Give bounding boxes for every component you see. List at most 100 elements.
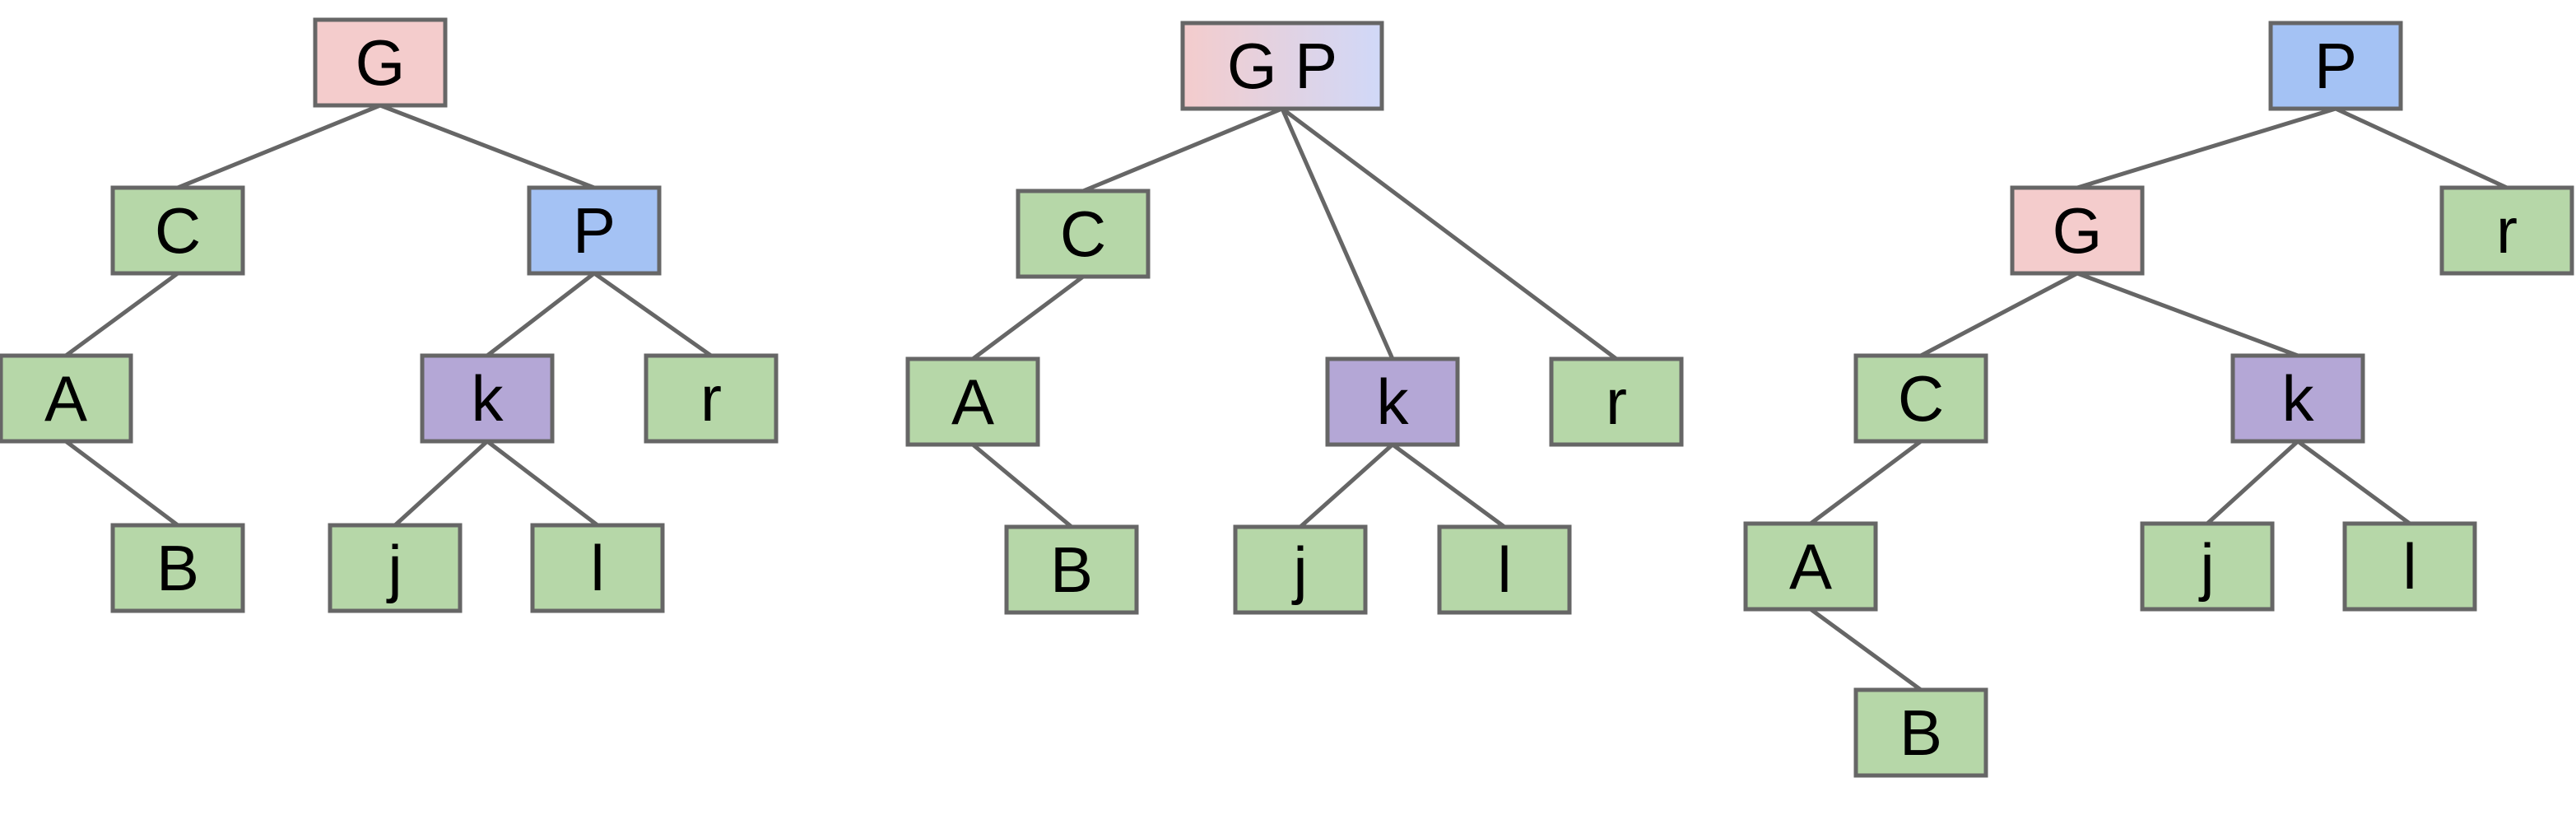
node-box — [530, 523, 665, 613]
edge-c-a — [1809, 439, 1923, 526]
node-box — [1743, 521, 1878, 612]
edge-k-l — [2296, 439, 2411, 526]
node-label: l — [2402, 530, 2416, 603]
node-b: B — [1004, 524, 1139, 615]
edge-g-c — [1919, 271, 2079, 358]
tree-during-rotation: G P C A Bk r j l — [905, 21, 1684, 615]
edge-c-a — [64, 271, 179, 358]
node-r: r — [644, 353, 779, 444]
node-j: j — [2140, 521, 2275, 612]
node-p: P — [2268, 21, 2403, 111]
edge-k-l — [1391, 442, 1506, 529]
node-c: C — [1016, 189, 1151, 279]
node-label: G — [356, 26, 406, 99]
node-box — [905, 356, 1040, 447]
node-box — [1853, 353, 1988, 444]
node-label: P — [573, 194, 616, 267]
edge-p-g — [2076, 106, 2337, 190]
node-k: k — [2230, 353, 2365, 444]
node-a: A — [905, 356, 1040, 447]
node-box — [1549, 356, 1684, 447]
node-box — [1325, 356, 1460, 447]
node-box — [110, 523, 245, 613]
node-l: l — [2342, 521, 2477, 612]
edge-a-b — [64, 440, 179, 527]
node-label: j — [2198, 530, 2214, 603]
edge-a-b — [1809, 607, 1923, 692]
edge-k-j — [2206, 440, 2299, 525]
node-label: k — [1377, 366, 1410, 438]
node-box — [313, 17, 448, 108]
node-box — [1004, 524, 1139, 615]
edge-g-p — [379, 103, 595, 190]
node-label: G — [2053, 194, 2103, 267]
edge-k-j — [1299, 443, 1394, 529]
node-label: B — [1899, 696, 1942, 769]
node-box — [1853, 687, 1988, 778]
node-b: B — [110, 523, 245, 613]
node-label: j — [386, 532, 402, 604]
node-label: P — [2314, 30, 2357, 102]
node-box — [2268, 21, 2403, 111]
node-label: k — [472, 362, 505, 435]
node-box — [644, 353, 779, 444]
node-label: k — [2282, 362, 2315, 435]
node-label: A — [951, 366, 994, 438]
node-box — [2230, 353, 2365, 444]
node-b: B — [1853, 687, 1988, 778]
edge-gp-k — [1280, 107, 1395, 361]
edge-p-r — [593, 271, 713, 358]
node-j: j — [328, 523, 463, 613]
node-box — [2342, 521, 2477, 612]
node-gp: G P — [1180, 21, 1384, 111]
node-label: l — [1497, 533, 1511, 606]
edge-k-l — [486, 440, 599, 527]
edge-g-c — [177, 103, 381, 190]
node-label: C — [1060, 198, 1106, 270]
edge-gp-r — [1281, 106, 1618, 361]
edge-k-j — [393, 440, 489, 527]
node-c: C — [110, 185, 245, 276]
node-r: r — [1549, 356, 1684, 447]
node-label: j — [1291, 533, 1307, 606]
edge-p-r — [2334, 106, 2509, 190]
edge-g-k — [2076, 271, 2299, 358]
node-g: G — [313, 17, 448, 108]
node-box — [110, 185, 245, 276]
node-box — [2010, 185, 2145, 276]
node-k: k — [1325, 356, 1460, 447]
node-label: B — [156, 532, 199, 604]
node-a: A — [0, 353, 133, 444]
node-label: A — [44, 362, 87, 435]
node-label: r — [2496, 194, 2518, 267]
node-box — [1180, 21, 1384, 111]
node-l: l — [1437, 524, 1572, 615]
node-a: A — [1743, 521, 1878, 612]
node-c: C — [1853, 353, 1988, 444]
node-label: A — [1789, 530, 1832, 603]
node-label: B — [1050, 533, 1093, 606]
node-box — [527, 185, 662, 276]
node-p: P — [527, 185, 662, 276]
node-label: r — [700, 362, 722, 435]
node-box — [1233, 524, 1368, 615]
node-label: C — [155, 194, 201, 267]
node-label: r — [1606, 366, 1627, 438]
node-box — [328, 523, 463, 613]
edge-c-a — [971, 274, 1085, 361]
node-g: G — [2010, 185, 2145, 276]
edge-a-b — [971, 443, 1073, 529]
node-j: j — [1233, 524, 1368, 615]
edge-gp-c — [1082, 106, 1283, 193]
node-box — [2140, 521, 2275, 612]
node-box — [0, 353, 133, 444]
node-box — [2439, 185, 2574, 276]
node-box — [1437, 524, 1572, 615]
node-l: l — [530, 523, 665, 613]
node-box — [420, 353, 555, 444]
node-label: G P — [1227, 30, 1337, 102]
node-box — [1016, 189, 1151, 279]
